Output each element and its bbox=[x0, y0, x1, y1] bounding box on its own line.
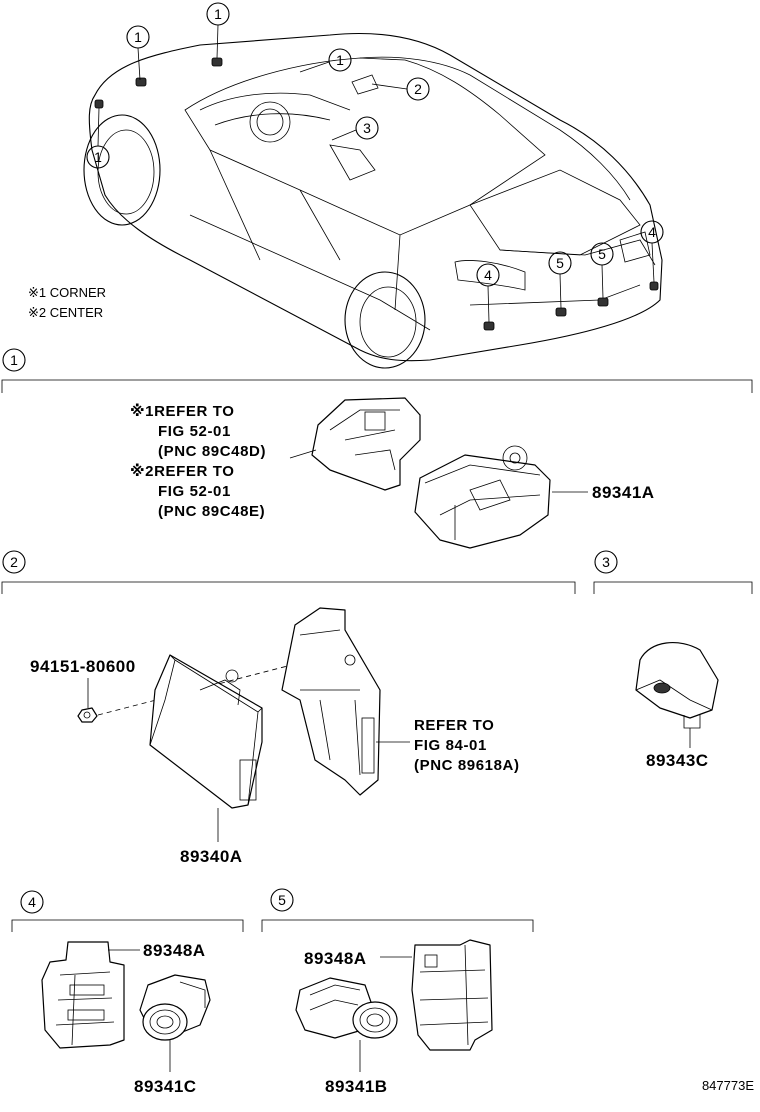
ref-2-line1: ※2REFER TO bbox=[130, 462, 235, 480]
ref-2-line3: (PNC 89C48E) bbox=[158, 503, 265, 520]
callout-number: 5 bbox=[598, 246, 606, 262]
section-5: 5 89348A 89341B bbox=[261, 888, 534, 1096]
section-3-number: 3 bbox=[602, 554, 610, 570]
car-overview-drawing bbox=[83, 33, 663, 369]
section-5-number: 5 bbox=[278, 892, 286, 908]
note-center: ※2 CENTER bbox=[28, 305, 103, 320]
callout-number: 1 bbox=[214, 6, 222, 22]
figure-code: 847773E bbox=[702, 1078, 754, 1093]
bracket-89348A-label-5: 89348A bbox=[304, 949, 367, 968]
bracket-icon bbox=[281, 607, 381, 796]
part-89340A-label: 89340A bbox=[180, 847, 243, 866]
ref-2-line2: FIG 52-01 bbox=[158, 483, 231, 500]
part-89343C-label: 89343C bbox=[646, 751, 709, 770]
section-2-number: 2 bbox=[10, 554, 18, 570]
callout-number: 3 bbox=[363, 120, 371, 136]
nut-icon bbox=[77, 707, 98, 723]
callout-2: 2 bbox=[371, 77, 430, 101]
note-corner: ※1 CORNER bbox=[28, 285, 106, 300]
corner-sensor-icon bbox=[414, 445, 551, 549]
section-4: 4 89348A 89341C bbox=[11, 890, 244, 1096]
ref-1-line3: (PNC 89C48D) bbox=[158, 443, 266, 460]
ultrasonic-sensor-icon bbox=[295, 977, 398, 1039]
callout-5-right: 5 bbox=[590, 242, 614, 299]
ultrasonic-sensor-icon bbox=[139, 974, 211, 1041]
callout-number: 1 bbox=[94, 149, 102, 165]
ref-1-line2: FIG 52-01 bbox=[158, 423, 231, 440]
callout-1-top-left: 1 bbox=[126, 25, 150, 81]
callout-5-left: 5 bbox=[548, 251, 572, 309]
section-1-number: 1 bbox=[10, 352, 18, 368]
callout-1-roof: 1 bbox=[299, 48, 352, 73]
ref-ecu-line2: FIG 84-01 bbox=[414, 737, 487, 754]
part-89341A-label: 89341A bbox=[592, 483, 655, 502]
callout-number: 1 bbox=[336, 52, 344, 68]
ref-1-line1: ※1REFER TO bbox=[130, 402, 235, 420]
part-89341C-label: 89341C bbox=[134, 1077, 197, 1096]
bracket-89348A-label-4: 89348A bbox=[143, 941, 206, 960]
ref-ecu-line1: REFER TO bbox=[414, 717, 494, 734]
callout-number: 1 bbox=[134, 29, 142, 45]
section-3: 3 89343C bbox=[593, 550, 753, 770]
ref-ecu-line3: (PNC 89618A) bbox=[414, 757, 520, 774]
ecu-module-icon bbox=[149, 654, 263, 809]
callout-number: 5 bbox=[556, 255, 564, 271]
callout-3: 3 bbox=[331, 116, 379, 141]
overview-callouts: 1 1 1 1 2 3 4 bbox=[86, 2, 664, 323]
section-4-number: 4 bbox=[28, 894, 36, 910]
callout-1-front: 1 bbox=[86, 107, 110, 169]
section-2: 2 94151-80600 89340A REFER TO FIG 84-01 bbox=[1, 550, 576, 866]
callout-1-top-center: 1 bbox=[206, 2, 230, 59]
callout-number: 4 bbox=[648, 224, 656, 240]
bracket-icon bbox=[41, 941, 125, 1049]
callout-4-right: 4 bbox=[640, 220, 664, 283]
buzzer-icon bbox=[635, 642, 719, 729]
callout-number: 4 bbox=[484, 267, 492, 283]
sensor-cover-icon bbox=[311, 397, 421, 491]
callout-number: 2 bbox=[414, 81, 422, 97]
callout-4-left: 4 bbox=[476, 263, 500, 323]
nut-part-label: 94151-80600 bbox=[30, 657, 136, 676]
section-1: 1 ※1REFER TO FIG 52-01 (PNC 89C48D) ※2RE… bbox=[1, 348, 753, 549]
bracket-icon bbox=[411, 939, 493, 1051]
part-89341B-label: 89341B bbox=[325, 1077, 388, 1096]
